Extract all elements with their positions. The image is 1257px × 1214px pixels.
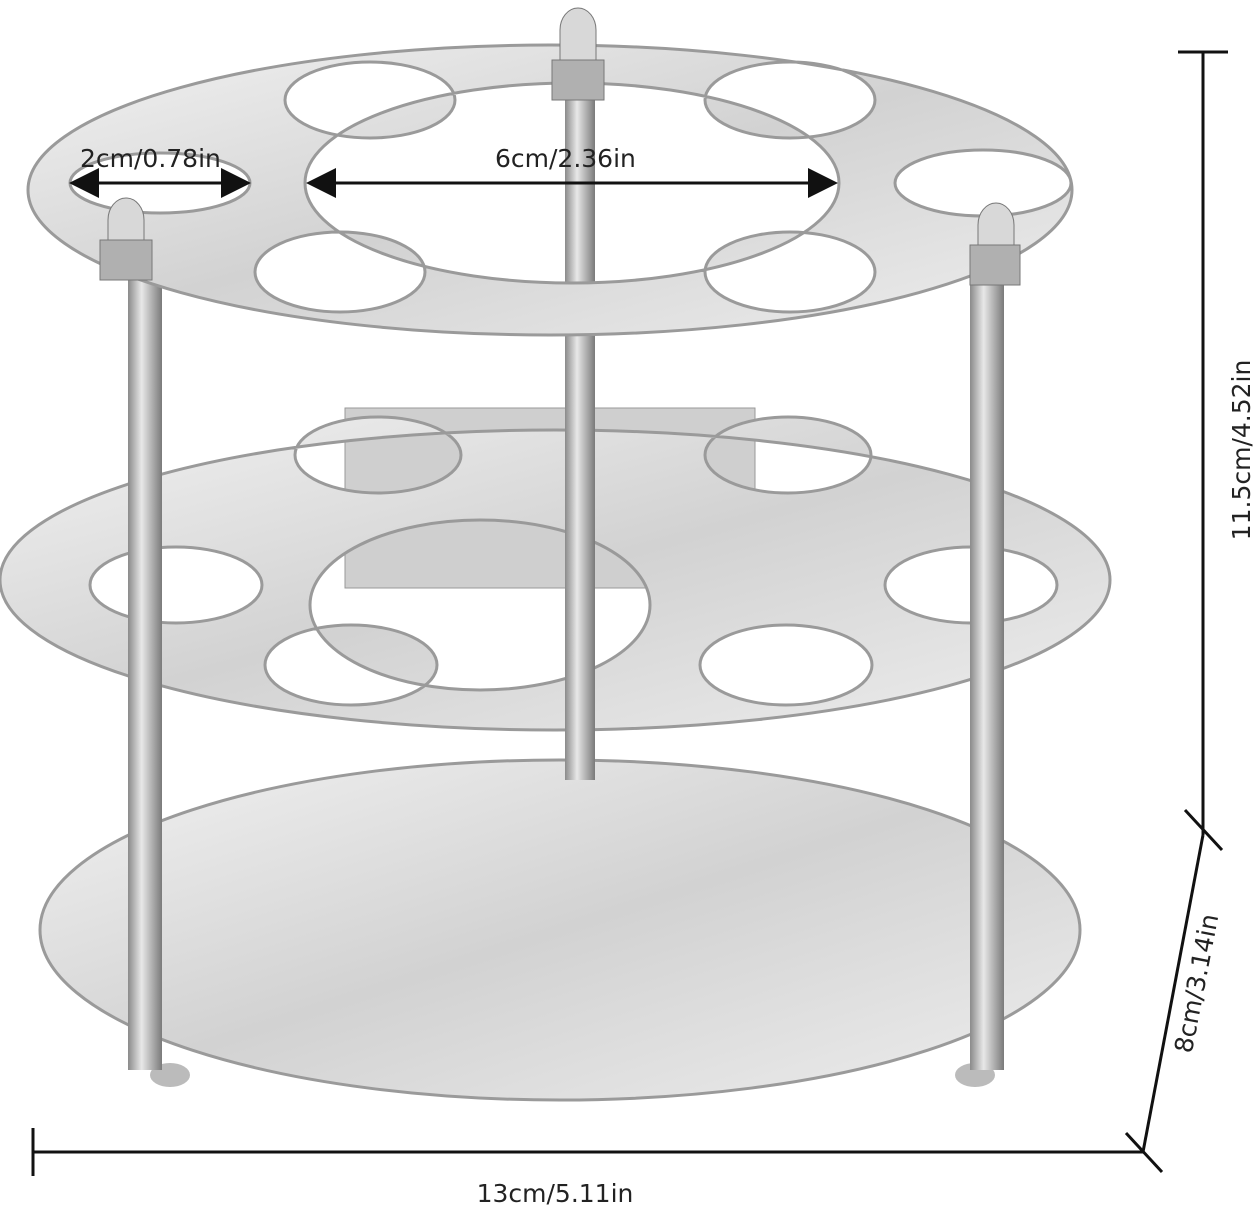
- height-label: 11.5cm/4.52in: [1227, 360, 1256, 541]
- bottom-plate: [38, 758, 1082, 1102]
- acorn-nuts: [99, 7, 1021, 286]
- depth-label: 8cm/3.14in: [1169, 911, 1224, 1055]
- center-hole-diameter-label: 6cm/2.36in: [495, 144, 636, 173]
- hole-diameter-label: 2cm/0.78in: [80, 144, 221, 173]
- dimension-lines: [31, 50, 1228, 1176]
- width-label: 13cm/5.11in: [477, 1179, 634, 1208]
- top-plate: [26, 43, 1074, 337]
- middle-plate: [0, 415, 1112, 732]
